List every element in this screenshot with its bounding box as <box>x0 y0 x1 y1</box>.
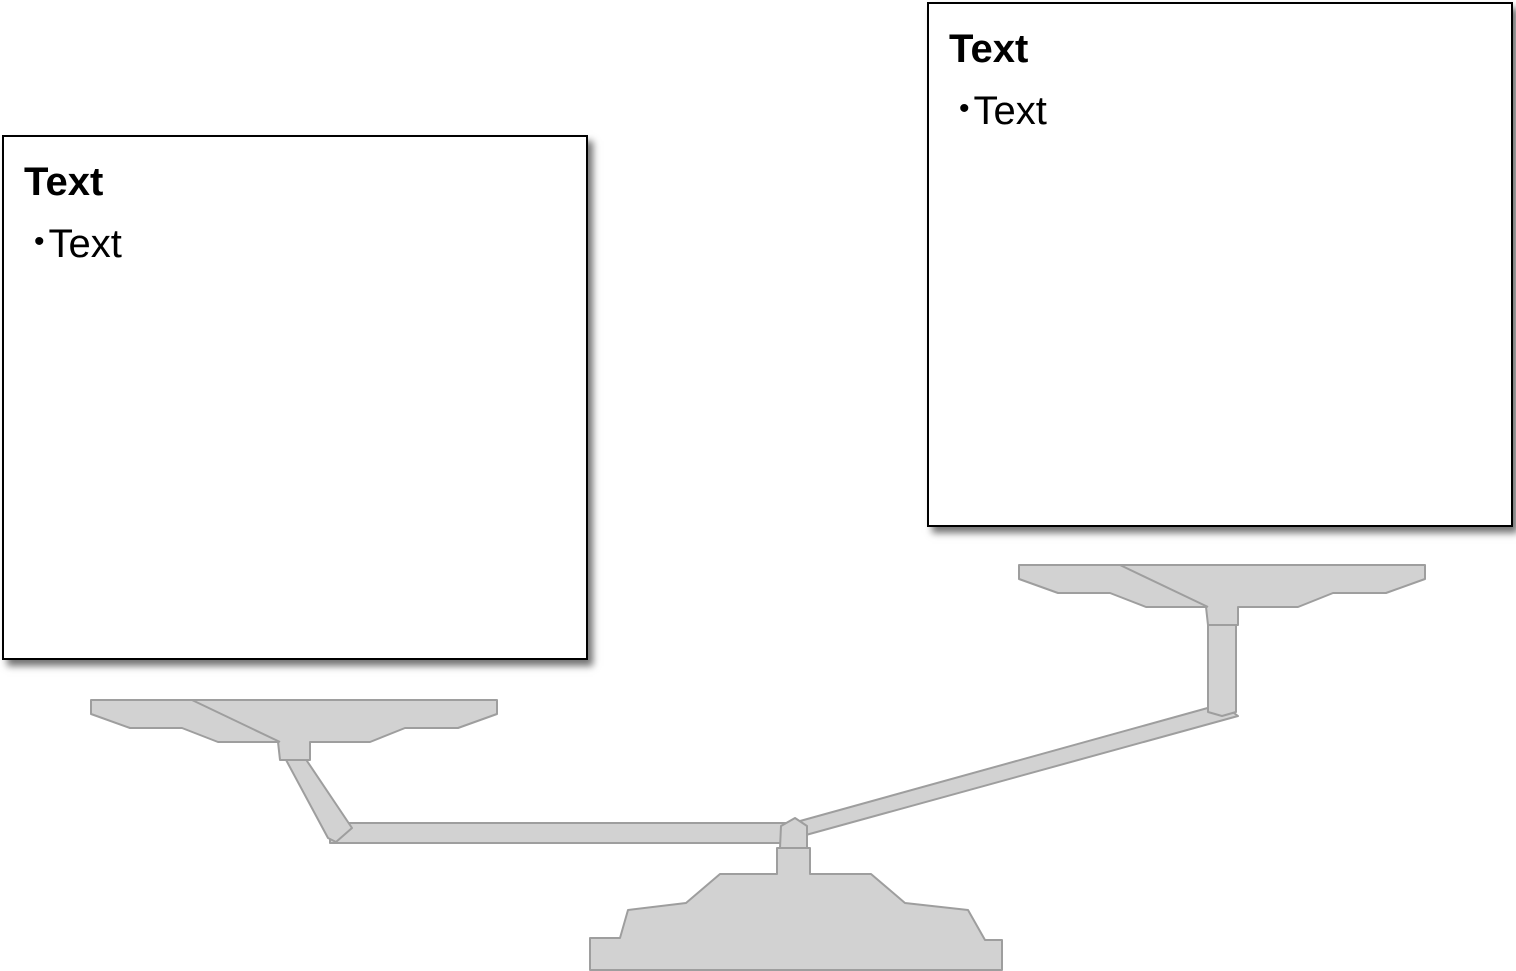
bullet-icon: • <box>959 92 970 125</box>
right-box-bullet-text: Text <box>973 89 1047 133</box>
left-box-bullet-text: Text <box>48 222 122 266</box>
scale-left-pan <box>90 699 498 761</box>
right-box-heading: Text <box>949 27 1029 71</box>
scale-right-pan <box>1018 564 1426 626</box>
right-box-bullet-item: •Text <box>959 86 1047 134</box>
left-box-bullet-item: •Text <box>34 219 122 267</box>
scale-right-arm <box>1207 621 1237 717</box>
scale-beam-right <box>781 703 1239 839</box>
bullet-icon: • <box>34 225 45 258</box>
scale-beam-left <box>329 822 791 844</box>
left-text-box: Text •Text <box>2 135 588 660</box>
scale-base <box>589 847 1003 971</box>
scale-left-arm <box>284 757 353 843</box>
right-text-box: Text •Text <box>927 2 1513 527</box>
left-box-heading: Text <box>24 160 104 204</box>
scale-fulcrum <box>779 817 808 849</box>
